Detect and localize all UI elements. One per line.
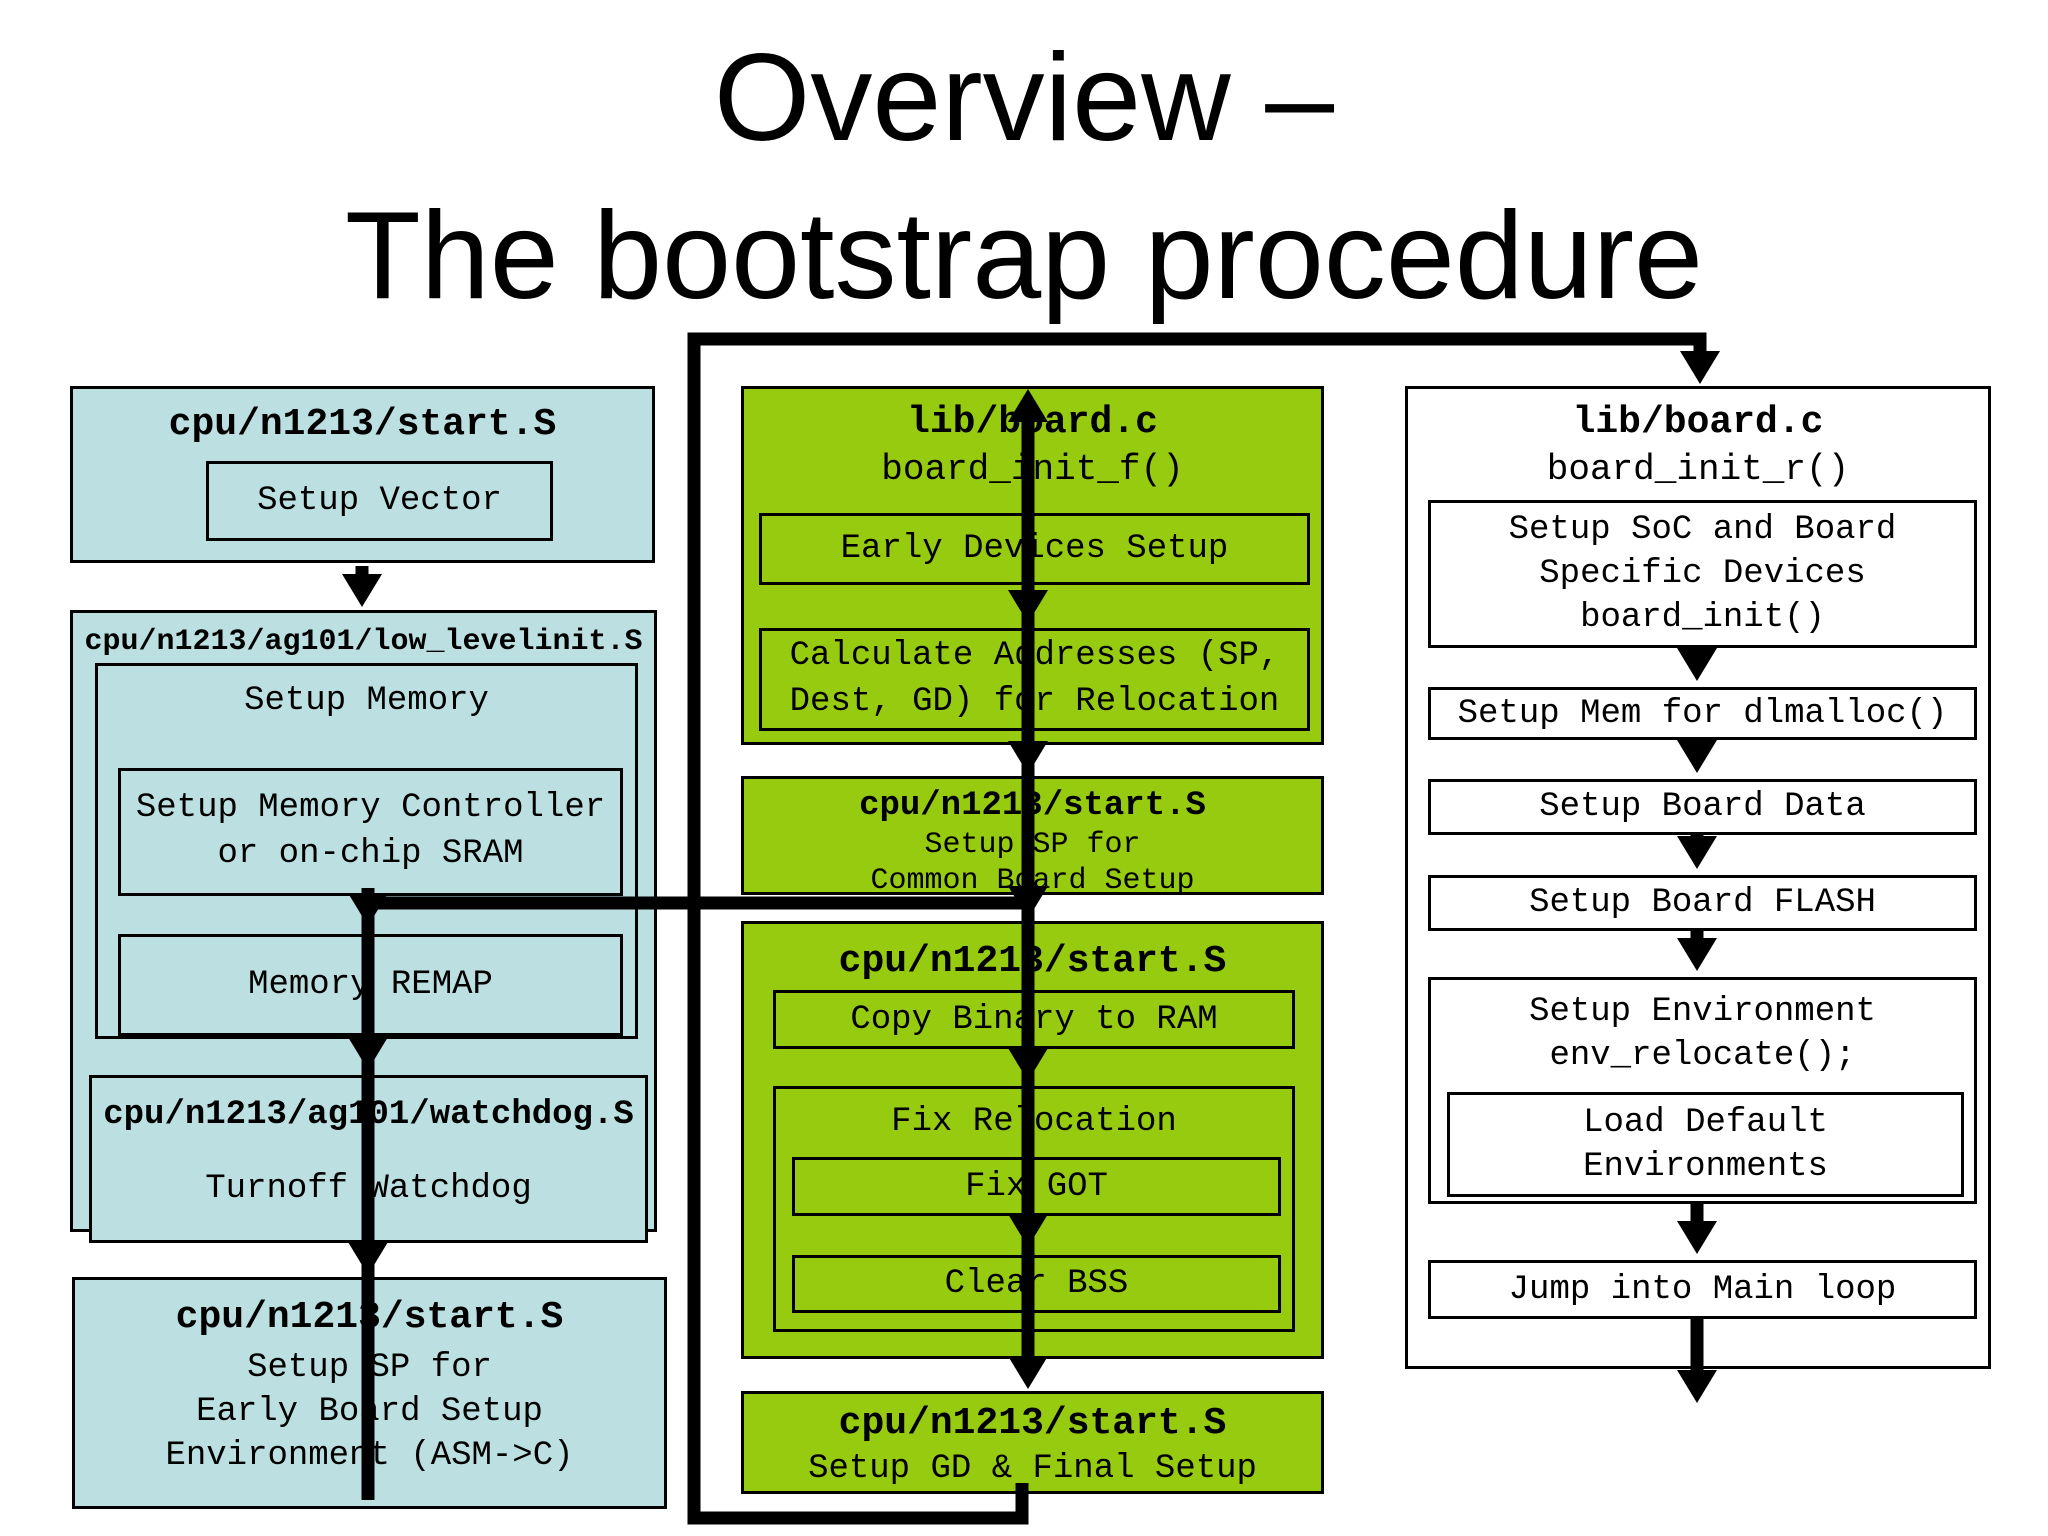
board-init-f-subtitle: board_init_f() — [881, 449, 1184, 490]
box-fix-relocation: Fix Relocation Fix GOT Clear BSS — [773, 1086, 1295, 1332]
copy-binary-label: Copy Binary to RAM — [850, 1000, 1218, 1039]
sp-common-body: Setup SP for Common Board Setup — [870, 828, 1195, 898]
board-flash-label: Setup Board FLASH — [1529, 884, 1876, 922]
fix-got-label: Fix GOT — [965, 1167, 1108, 1206]
box-clear-bss: Clear BSS — [792, 1255, 1281, 1313]
memory-controller-label: Setup Memory Controller or on-chip SRAM — [135, 789, 606, 873]
setup-memory-label: Setup Memory — [244, 682, 489, 720]
final-setup-body: Setup GD & Final Setup — [808, 1450, 1257, 1488]
early-devices-label: Early Devices Setup — [840, 530, 1229, 568]
setup-vector-label: Setup Vector — [257, 482, 502, 520]
box-load-default: Load Default Environments — [1447, 1092, 1964, 1197]
box-early-devices: Early Devices Setup — [759, 513, 1310, 585]
arrowhead-down-lowlevel — [342, 574, 382, 607]
box-setup-vector: Setup Vector — [206, 461, 553, 541]
board-init-r-subtitle: board_init_r() — [1546, 449, 1850, 490]
arrowhead-down-exit — [1677, 1370, 1717, 1403]
load-default-label: Load Default Environments — [1583, 1103, 1828, 1186]
box-memory-remap: Memory REMAP — [118, 934, 623, 1036]
watchdog-label: Turnoff Watchdog — [205, 1170, 532, 1208]
box-final-setup-title: cpu/n1213/start.S — [838, 1402, 1227, 1445]
memory-remap-label: Memory REMAP — [248, 966, 493, 1004]
board-data-label: Setup Board Data — [1539, 788, 1866, 826]
clear-bss-label: Clear BSS — [944, 1265, 1129, 1303]
soc-board-label: Setup SoC and Board Specific Devices boa… — [1508, 511, 1897, 637]
box-sp-common: cpu/n1213/start.S Setup SP for Common Bo… — [741, 776, 1324, 898]
box-board-init-r-title: lib/board.c — [1572, 401, 1824, 444]
box-start-s-vector-title: cpu/n1213/start.S — [168, 403, 557, 446]
box-relocate-title: cpu/n1213/start.S — [838, 940, 1227, 983]
box-low-levelinit: cpu/n1213/ag101/low_levelinit.S Setup Me… — [70, 610, 657, 1243]
arrowhead-down-sp-early — [348, 1242, 388, 1275]
box-environment: Setup Environment env_relocate(); Load D… — [1428, 977, 1977, 1204]
box-final-setup: cpu/n1213/start.S Setup GD & Final Setup — [741, 1391, 1324, 1494]
dlmalloc-label: Setup Mem for dlmalloc() — [1457, 694, 1948, 733]
box-dlmalloc: Setup Mem for dlmalloc() — [1428, 687, 1977, 740]
box-start-s-sp-early: cpu/n1213/start.S Setup SP for Early Boa… — [72, 1277, 667, 1509]
box-board-data: Setup Board Data — [1428, 779, 1977, 835]
sp-early-body: Setup SP for Early Board Setup Environme… — [165, 1349, 574, 1475]
box-watchdog: cpu/n1213/ag101/watchdog.S Turnoff Watch… — [89, 1075, 648, 1243]
box-soc-board: Setup SoC and Board Specific Devices boa… — [1428, 500, 1977, 648]
arrowhead-down-final-setup — [1008, 1356, 1048, 1389]
box-memory-controller: Setup Memory Controller or on-chip SRAM — [118, 768, 623, 896]
box-main-loop: Jump into Main loop — [1428, 1260, 1977, 1319]
box-board-init-f: lib/board.c board_init_f() Early Devices… — [741, 386, 1324, 745]
box-fix-got: Fix GOT — [792, 1157, 1281, 1216]
box-low-levelinit-title: cpu/n1213/ag101/low_levelinit.S — [84, 625, 643, 659]
box-watchdog-title: cpu/n1213/ag101/watchdog.S — [103, 1096, 634, 1134]
box-setup-memory: Setup Memory Setup Memory Controller or … — [95, 663, 638, 1039]
box-board-flash: Setup Board FLASH — [1428, 875, 1977, 931]
main-loop-label: Jump into Main loop — [1508, 1270, 1897, 1309]
box-sp-common-title: cpu/n1213/start.S — [859, 787, 1206, 825]
box-calculate-addresses: Calculate Addresses (SP, Dest, GD) for R… — [759, 628, 1310, 731]
box-start-s-sp-early-title: cpu/n1213/start.S — [175, 1296, 564, 1339]
arrowhead-into-board-init-r — [1680, 351, 1720, 384]
slide-title-line1: Overview – — [713, 29, 1335, 167]
box-board-init-r: lib/board.c board_init_r() Setup SoC and… — [1405, 386, 1991, 1369]
box-relocate: cpu/n1213/start.S Copy Binary to RAM Fix… — [741, 921, 1324, 1359]
box-board-init-f-title: lib/board.c — [907, 401, 1158, 444]
calculate-addresses-label: Calculate Addresses (SP, Dest, GD) for R… — [789, 636, 1280, 721]
arrowhead-down-sp-common — [1008, 741, 1048, 774]
slide-title-line2: The bootstrap procedure — [345, 187, 1703, 325]
box-start-s-vector: cpu/n1213/start.S Setup Vector — [70, 386, 655, 563]
environment-label: Setup Environment env_relocate(); — [1529, 993, 1876, 1075]
fix-relocation-label: Fix Relocation — [891, 1103, 1177, 1141]
box-copy-binary: Copy Binary to RAM — [773, 990, 1295, 1049]
